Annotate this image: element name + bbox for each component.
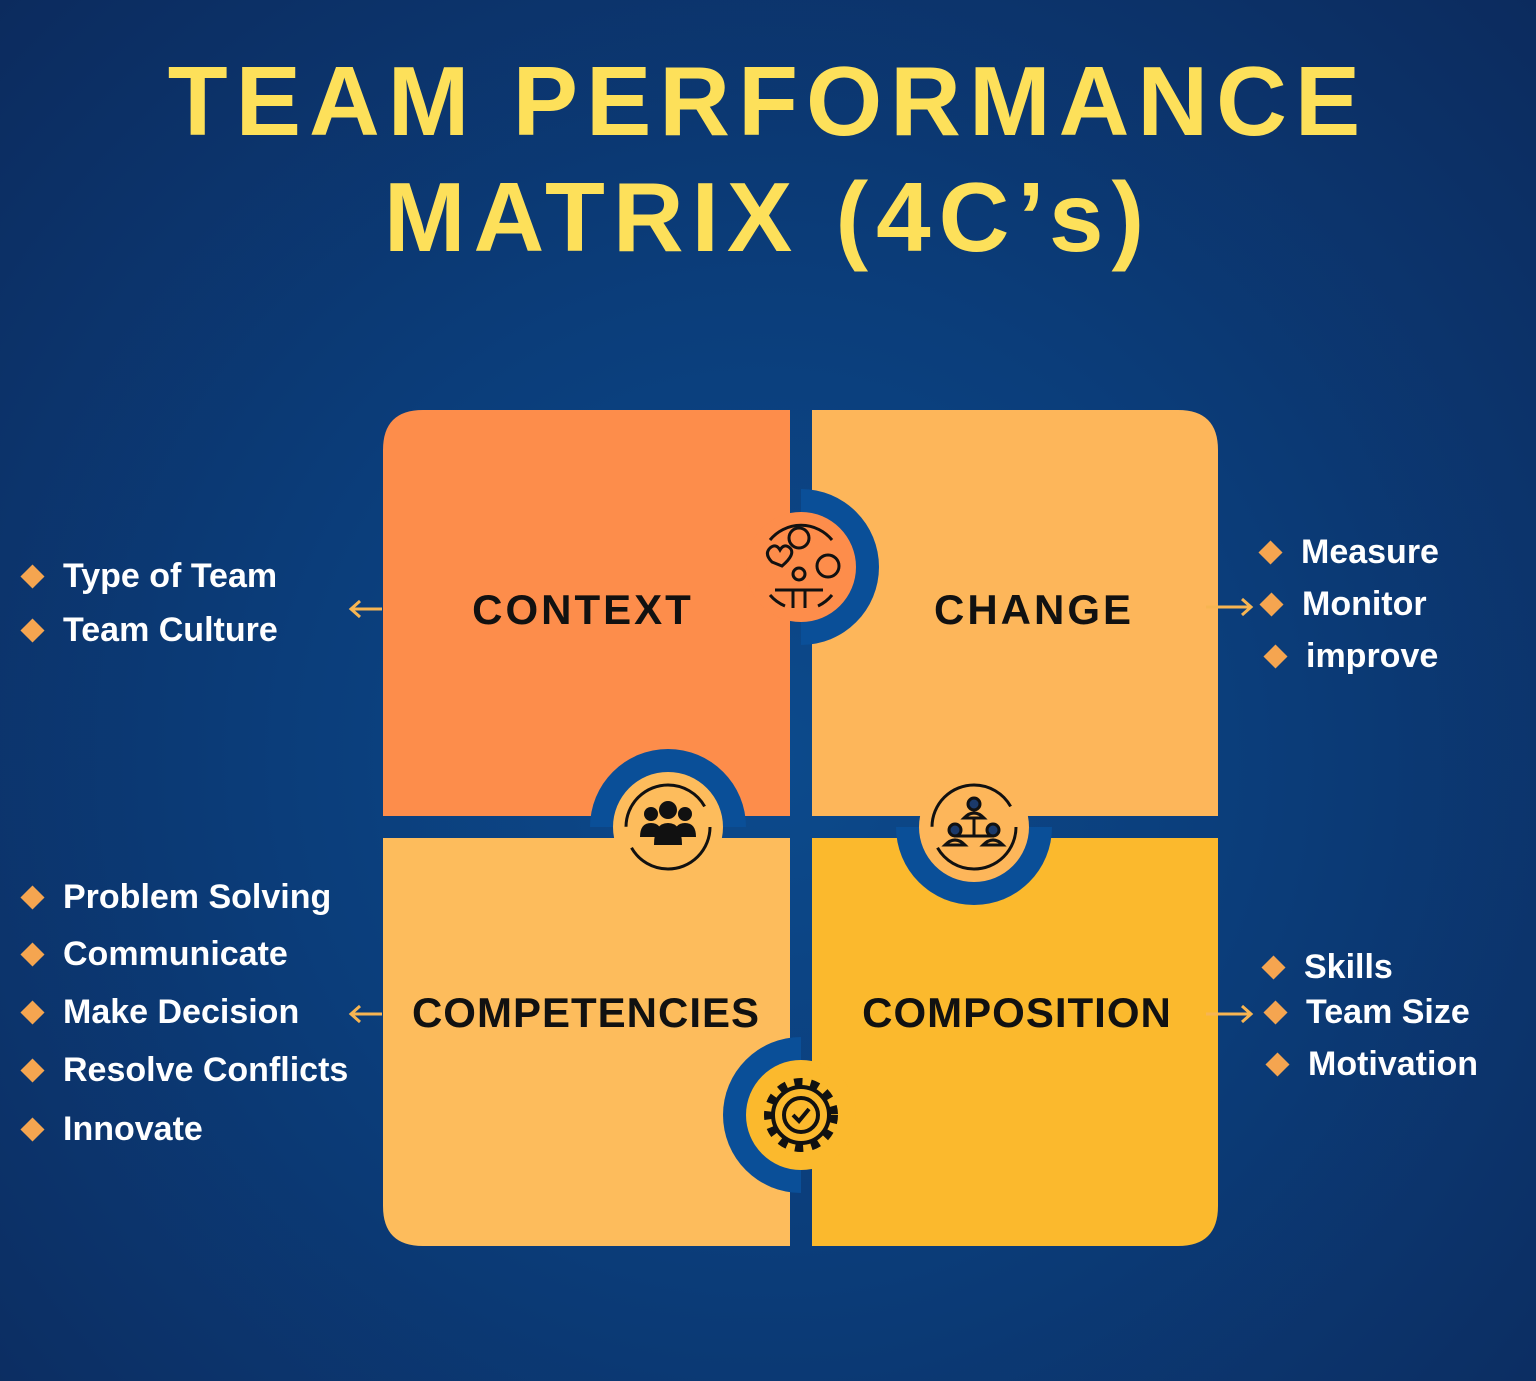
list-item-text: Resolve Conflicts xyxy=(63,1051,349,1089)
composition-item: Motivation xyxy=(1265,1045,1478,1084)
diamond-bullet-icon xyxy=(1263,1000,1288,1025)
list-item-text: Type of Team xyxy=(63,557,278,595)
list-item-text: improve xyxy=(1306,637,1439,675)
quadrant-composition xyxy=(812,838,1218,1246)
diamond-bullet-icon xyxy=(1259,592,1284,617)
change-item: Measure xyxy=(1258,533,1439,572)
list-item-text: Motivation xyxy=(1308,1045,1478,1083)
quadrant-context xyxy=(383,410,790,816)
quadrant-label-composition: COMPOSITION xyxy=(862,989,1172,1036)
quadrant-competencies xyxy=(383,838,790,1246)
list-item-text: Measure xyxy=(1301,533,1439,571)
diamond-bullet-icon xyxy=(20,1058,45,1083)
title-line-1: TEAM PERFORMANCE xyxy=(167,46,1369,156)
arrow-left-icon xyxy=(348,1004,382,1024)
diamond-bullet-icon xyxy=(20,942,45,967)
quadrant-label-change: CHANGE xyxy=(933,586,1135,633)
title-line-2: MATRIX (4C’s) xyxy=(383,162,1153,272)
composition-tab xyxy=(746,1060,856,1170)
arrow-right-icon xyxy=(1206,597,1254,617)
diamond-bullet-icon xyxy=(20,1117,45,1142)
change-item: Monitor xyxy=(1259,585,1427,624)
head-heart-chat-icon xyxy=(765,523,841,608)
gear-check-icon xyxy=(764,1078,838,1152)
competencies-item: Resolve Conflicts xyxy=(20,1051,349,1090)
competencies-item: Problem Solving xyxy=(20,878,332,917)
list-item-text: Team Culture xyxy=(63,611,278,649)
quadrant-label-context: CONTEXT xyxy=(472,586,694,633)
list-item-text: Communicate xyxy=(63,935,288,973)
hierarchy-cycle-icon xyxy=(930,783,1018,871)
diamond-bullet-icon xyxy=(1265,1052,1290,1077)
diamond-bullet-icon xyxy=(20,1000,45,1025)
composition-item: Skills xyxy=(1261,948,1393,987)
list-item-text: Make Decision xyxy=(63,993,300,1031)
diamond-bullet-icon xyxy=(1261,955,1286,980)
list-item-text: Team Size xyxy=(1306,993,1470,1031)
list-item-text: Innovate xyxy=(63,1110,203,1148)
diamond-bullet-icon xyxy=(1258,540,1283,565)
context-item: Type of Team xyxy=(20,557,278,596)
arrow-right-icon xyxy=(1206,1004,1254,1024)
quadrant-label-competencies: COMPETENCIES xyxy=(411,989,761,1036)
composition-item: Team Size xyxy=(1263,993,1470,1032)
list-item-text: Problem Solving xyxy=(63,878,332,916)
diamond-bullet-icon xyxy=(20,564,45,589)
team-cycle-icon xyxy=(624,783,712,871)
diamond-bullet-icon xyxy=(1263,644,1288,669)
quadrant-change xyxy=(812,410,1218,816)
competencies-item: Make Decision xyxy=(20,993,300,1032)
list-item-text: Monitor xyxy=(1302,585,1427,623)
list-item-text: Skills xyxy=(1304,948,1393,986)
change-item: improve xyxy=(1263,637,1439,676)
competencies-item: Communicate xyxy=(20,935,288,974)
competencies-item: Innovate xyxy=(20,1110,203,1149)
diamond-bullet-icon xyxy=(20,885,45,910)
context-item: Team Culture xyxy=(20,611,278,650)
diamond-bullet-icon xyxy=(20,618,45,643)
arrow-left-icon xyxy=(348,599,382,619)
